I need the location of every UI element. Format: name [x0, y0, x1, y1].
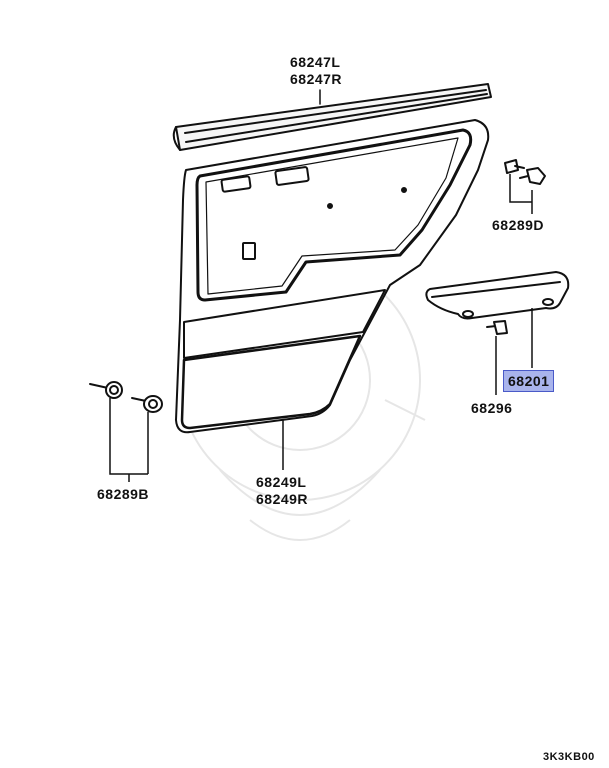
screw-68296 — [486, 320, 508, 335]
label-68247l: 68247L — [290, 54, 341, 70]
label-68289b: 68289B — [97, 486, 150, 502]
diagram-code: 3K3KB00 — [543, 751, 595, 763]
label-68296: 68296 — [471, 400, 513, 416]
label-68201-highlighted[interactable]: 68201 — [503, 370, 555, 392]
window-molding — [172, 83, 492, 151]
label-68249l: 68249L — [256, 474, 307, 490]
clips-68289b — [89, 381, 163, 413]
door-trim-panel — [175, 119, 490, 434]
pull-handle — [425, 271, 570, 320]
label-68247r: 68247R — [290, 71, 343, 87]
label-68289d: 68289D — [492, 217, 545, 233]
leader-lines — [109, 174, 533, 482]
clips-68289d — [504, 159, 546, 185]
label-68249r: 68249R — [256, 491, 309, 507]
